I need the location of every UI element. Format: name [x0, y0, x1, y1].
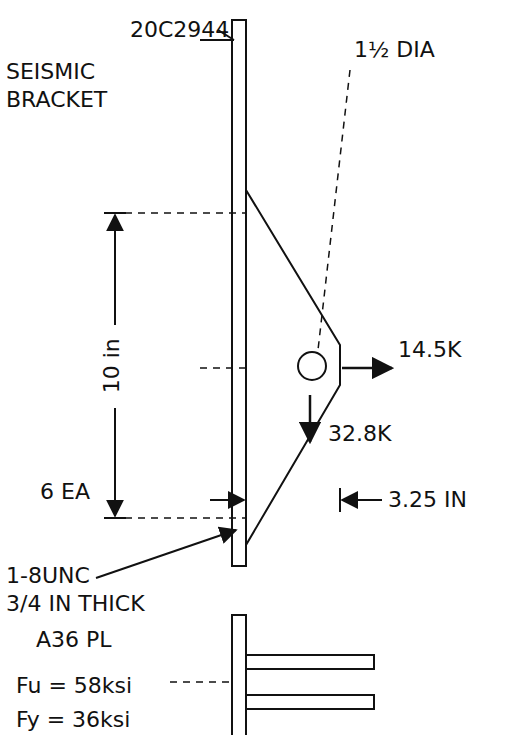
quantity-note: 6 EA [38, 478, 92, 506]
leader-line [96, 530, 236, 578]
load-label: 14.5K [396, 336, 463, 364]
dimension-line [210, 499, 244, 501]
load-arrow [309, 395, 312, 442]
material-note: Fu = 58ksi [14, 672, 134, 700]
base-plate [232, 20, 246, 566]
leader-line [318, 70, 350, 350]
dimension-tick [104, 517, 126, 519]
material-note: A36 PL [34, 626, 114, 654]
material-note: Fy = 36ksi [14, 706, 132, 734]
part-title: SEISMIC BRACKET [4, 58, 132, 113]
gusset-plate [246, 695, 374, 709]
bolt-note: 1-8UNC [4, 562, 92, 590]
dimension-label: 10 in [98, 336, 126, 395]
dimension-tick [339, 488, 341, 512]
pin-hole [298, 352, 326, 380]
dimension-line [342, 499, 382, 501]
hole-note: 1½ DIA [352, 36, 437, 64]
load-label: 32.8K [326, 420, 393, 448]
dimension-line [114, 215, 116, 325]
gusset-plate [246, 190, 340, 545]
base-plate [232, 615, 246, 735]
bolt-line [200, 367, 246, 369]
center-line [170, 681, 230, 683]
bolt-line [125, 517, 246, 519]
material-note: 3/4 IN THICK [4, 590, 147, 618]
gusset-plate [246, 655, 374, 669]
bolt-line [125, 212, 246, 214]
load-arrow [342, 367, 392, 370]
dimension-line [114, 408, 116, 516]
dimension-tick [104, 212, 126, 214]
dimension-label: 3.25 IN [386, 486, 469, 514]
part-number: 20C2944 [128, 16, 231, 44]
